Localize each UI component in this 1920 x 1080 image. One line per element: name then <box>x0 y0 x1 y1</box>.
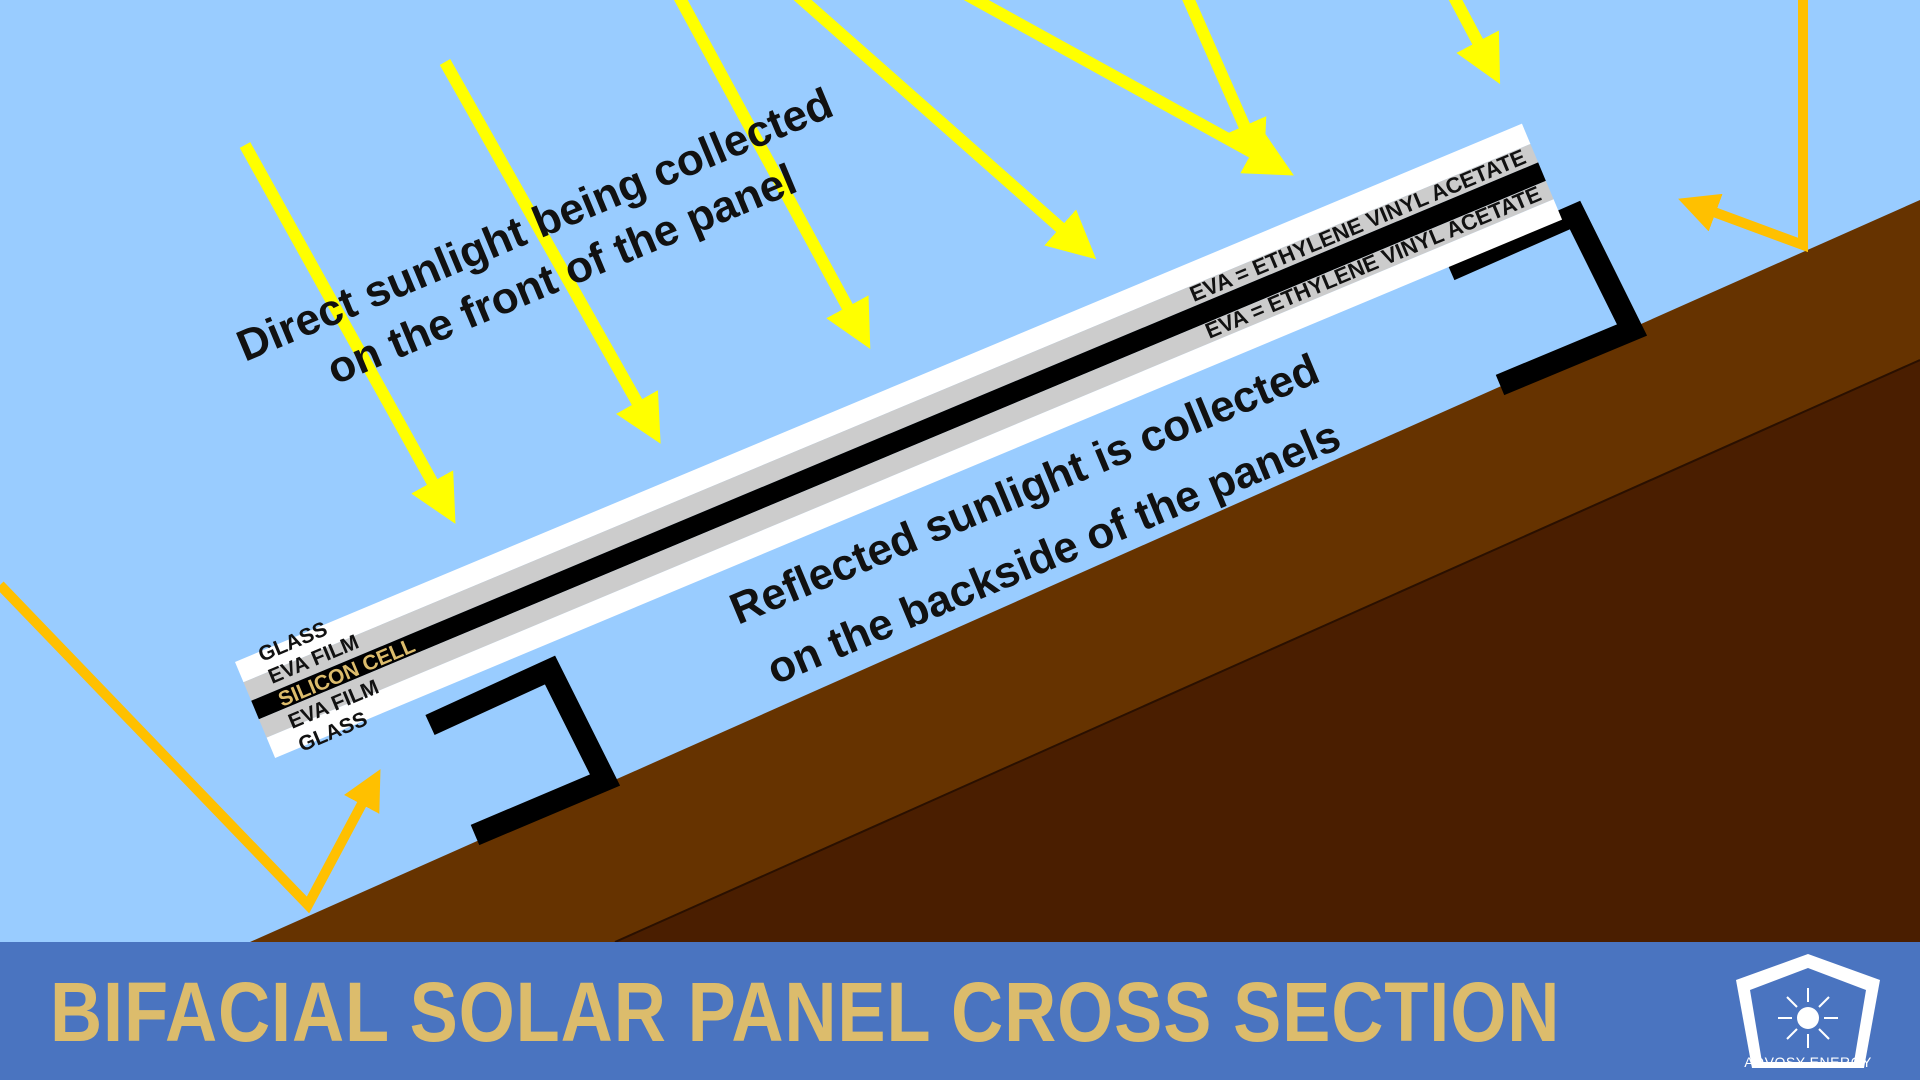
ground-line <box>614 359 1920 943</box>
sunlight-arrow <box>239 142 456 524</box>
front-caption-line1: Direct sunlight being collected <box>230 79 840 371</box>
sun-rays-icon <box>1778 988 1838 1048</box>
sunlight-arrow <box>963 0 1294 176</box>
brand-name: ADVOSY ENERGY <box>1744 1054 1872 1070</box>
layer-eva-top <box>243 143 1539 701</box>
front-caption: Direct sunlight being collected on the f… <box>230 79 840 394</box>
sun-icon <box>1797 1007 1819 1029</box>
reflected-arrow-left <box>0 581 381 914</box>
sunlight-arrow <box>793 0 1097 260</box>
reflected-sunlight-arrows <box>0 0 1808 914</box>
sunlight-arrow <box>439 59 661 444</box>
layer-glass-bottom <box>266 199 1563 758</box>
mounting-bracket-right <box>1445 200 1648 396</box>
layer-glass-top <box>235 123 1531 683</box>
sunlight-arrow <box>1182 0 1267 170</box>
layer-silicon-cell <box>251 162 1546 720</box>
panel-layers: EVA = ETHYLENE VINYL ACETATE EVA = ETHYL… <box>235 123 1563 758</box>
direct-sunlight-arrows <box>239 0 1501 524</box>
mounting-brackets <box>425 200 1648 846</box>
footer-bar <box>0 942 1920 1080</box>
layer-eva-bottom <box>258 180 1554 738</box>
mounting-bracket-left <box>425 655 621 846</box>
reflected-arrow-right <box>1678 0 1808 253</box>
page-title: BIFACIAL SOLAR PANEL CROSS SECTION <box>50 965 1561 1059</box>
sunlight-arrow <box>674 0 871 349</box>
sunlight-arrow <box>1448 0 1501 85</box>
advosy-logo <box>1736 954 1880 1068</box>
